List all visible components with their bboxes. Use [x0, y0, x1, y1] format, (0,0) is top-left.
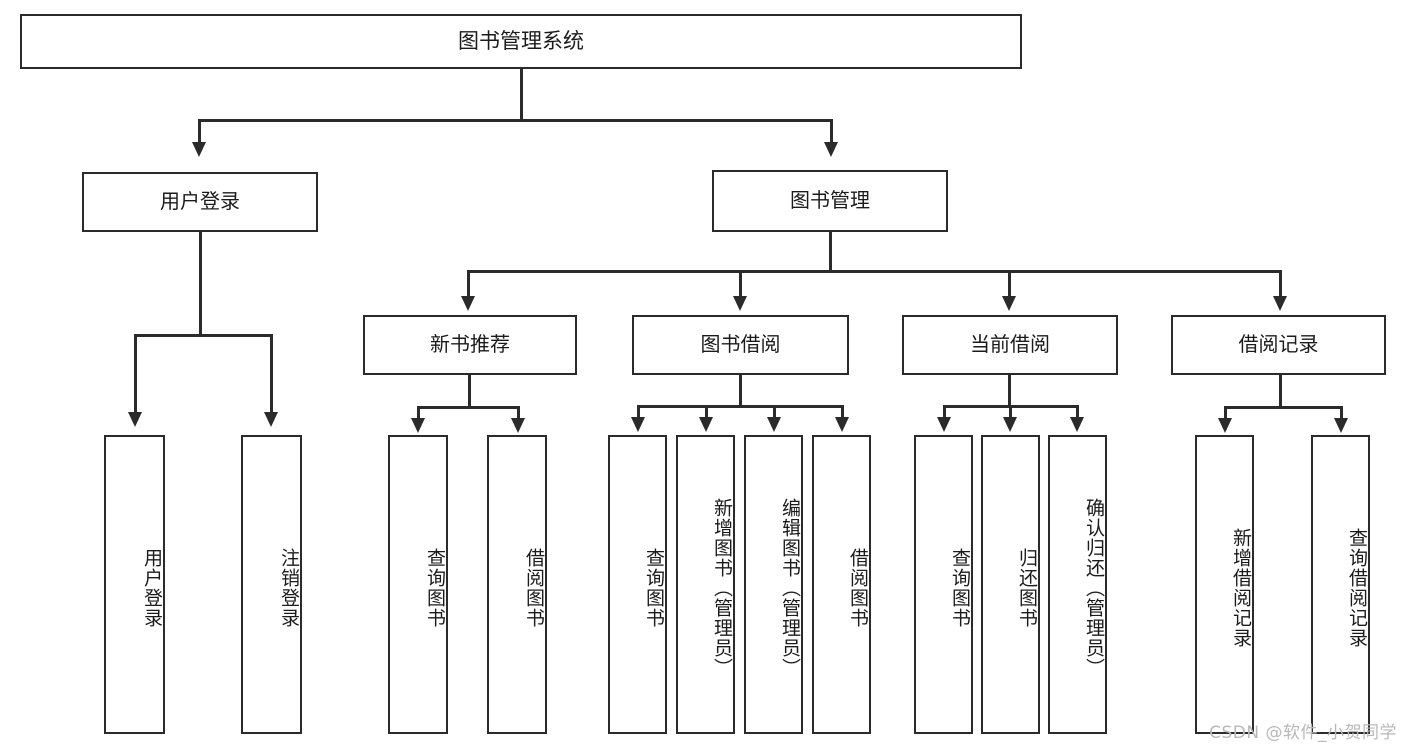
node-label: 新增借阅记录 [1230, 527, 1252, 648]
node-borrow-record[interactable]: 借阅记录 [1171, 315, 1386, 375]
arrowhead-book-borrow-leaf-2 [699, 417, 713, 432]
node-new-book-recommend[interactable]: 新书推荐 [363, 315, 577, 375]
connector-book-borrow-drop-3 [773, 405, 776, 419]
arrowhead-book-borrow-leaf-3 [767, 417, 781, 432]
node-user-login[interactable]: 用户登录 [82, 172, 318, 232]
arrowhead-to-current-borrow [1002, 296, 1016, 311]
node-label: 编辑图书（管理员） [779, 497, 801, 678]
leaf-book-borrow-edit[interactable]: 编辑图书（管理员） [744, 435, 803, 734]
connector-borrow-record-stem [1279, 375, 1282, 408]
arrowhead-user-login-leaf-2 [264, 412, 278, 427]
node-label: 借阅图书 [523, 547, 545, 628]
connector-user-login-drop-2 [270, 334, 273, 414]
arrowhead-current-borrow-leaf-1 [937, 417, 951, 432]
connector-level3-drop-3 [1008, 270, 1011, 298]
arrowhead-current-borrow-leaf-3 [1070, 417, 1084, 432]
arrowhead-current-borrow-leaf-2 [1003, 417, 1017, 432]
node-label: 新书推荐 [430, 332, 510, 357]
connector-book-borrow-drop-2 [705, 405, 708, 419]
arrowhead-to-book-manage [824, 142, 838, 157]
connector-book-borrow-bus [637, 405, 843, 408]
node-label: 用户登录 [160, 189, 240, 214]
connector-current-borrow-drop-1 [943, 405, 946, 419]
node-root-library-system[interactable]: 图书管理系统 [20, 14, 1022, 69]
arrowhead-new-book-leaf-1 [411, 418, 425, 433]
connector-current-borrow-drop-2 [1009, 405, 1012, 419]
connector-root-drop-right [830, 119, 833, 144]
connector-book-borrow-drop-1 [637, 405, 640, 419]
node-current-borrow[interactable]: 当前借阅 [902, 315, 1118, 375]
arrowhead-borrow-record-leaf-2 [1334, 418, 1348, 433]
node-label: 查询图书 [424, 547, 446, 628]
node-label: 归还图书 [1016, 547, 1038, 628]
arrowhead-book-borrow-leaf-4 [835, 417, 849, 432]
node-label: 用户登录 [141, 547, 163, 628]
leaf-book-borrow-borrow[interactable]: 借阅图书 [812, 435, 871, 734]
connector-new-book-stem [468, 375, 471, 408]
node-label: 图书管理系统 [458, 29, 584, 54]
arrowhead-borrow-record-leaf-1 [1218, 418, 1232, 433]
connector-borrow-record-drop-1 [1224, 406, 1227, 420]
csdn-watermark: CSDN @软件_小贺同学 [1209, 723, 1397, 743]
connector-current-borrow-stem [1008, 375, 1011, 407]
arrowhead-book-borrow-leaf-1 [631, 417, 645, 432]
node-label: 查询借阅记录 [1346, 527, 1368, 648]
connector-book-manage-stem [829, 232, 832, 272]
node-label: 查询图书 [643, 547, 665, 628]
arrowhead-to-user-login [192, 142, 206, 157]
connector-new-book-drop-2 [517, 406, 520, 420]
arrowhead-to-borrow-record [1273, 296, 1287, 311]
node-label: 当前借阅 [970, 332, 1050, 357]
node-label: 注销登录 [278, 547, 300, 628]
connector-user-login-drop-1 [134, 334, 137, 414]
leaf-current-borrow-query[interactable]: 查询图书 [914, 435, 973, 734]
leaf-borrow-record-query[interactable]: 查询借阅记录 [1311, 435, 1370, 734]
leaf-new-book-query[interactable]: 查询图书 [388, 435, 448, 734]
leaf-new-book-borrow[interactable]: 借阅图书 [487, 435, 547, 734]
connector-current-borrow-drop-3 [1076, 405, 1079, 419]
node-label: 图书借阅 [700, 332, 781, 357]
node-label: 图书管理 [790, 188, 870, 213]
node-label: 确认归还（管理员） [1083, 497, 1105, 678]
connector-borrow-record-drop-2 [1340, 406, 1343, 420]
connector-user-login-stem [199, 232, 202, 336]
connector-new-book-bus [417, 406, 519, 409]
leaf-book-borrow-add[interactable]: 新增图书（管理员） [676, 435, 735, 734]
arrowhead-new-book-leaf-2 [511, 418, 525, 433]
leaf-user-login-login[interactable]: 用户登录 [104, 435, 165, 734]
connector-borrow-record-bus [1224, 406, 1342, 409]
node-book-management[interactable]: 图书管理 [712, 170, 948, 232]
node-label: 新增图书（管理员） [711, 497, 733, 678]
connector-root-drop-left [198, 119, 201, 144]
leaf-borrow-record-add[interactable]: 新增借阅记录 [1195, 435, 1254, 734]
connector-user-login-bus [134, 334, 272, 337]
leaf-current-borrow-return[interactable]: 归还图书 [981, 435, 1040, 734]
connector-level3-bus [467, 270, 1281, 273]
arrowhead-to-new-book [461, 296, 475, 311]
leaf-current-borrow-confirm[interactable]: 确认归还（管理员） [1048, 435, 1107, 734]
connector-book-borrow-drop-4 [841, 405, 844, 419]
connector-book-borrow-stem [739, 375, 742, 407]
node-label: 查询图书 [949, 547, 971, 628]
connector-new-book-drop-1 [417, 406, 420, 420]
node-label: 借阅记录 [1238, 332, 1319, 357]
connector-root-bus [198, 119, 832, 122]
connector-level3-drop-4 [1279, 270, 1282, 298]
connector-level3-drop-2 [739, 270, 742, 298]
leaf-book-borrow-query[interactable]: 查询图书 [608, 435, 667, 734]
arrowhead-to-book-borrow [733, 296, 747, 311]
connector-level3-drop-1 [467, 270, 470, 298]
node-label: 借阅图书 [847, 547, 869, 628]
leaf-user-login-logout[interactable]: 注销登录 [241, 435, 302, 734]
node-book-borrow[interactable]: 图书借阅 [632, 315, 849, 375]
connector-root-stem [520, 69, 523, 121]
arrowhead-user-login-leaf-1 [128, 412, 142, 427]
